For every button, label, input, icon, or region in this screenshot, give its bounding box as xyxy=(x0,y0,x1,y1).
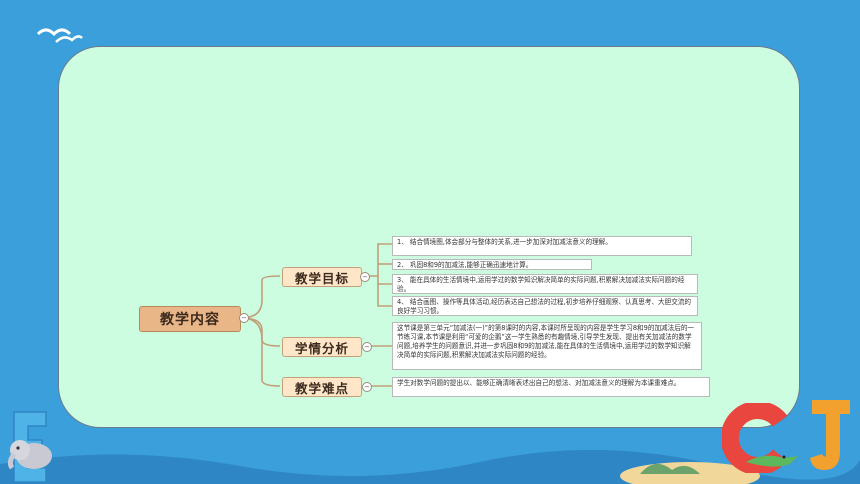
letter-j-decoration xyxy=(810,400,850,470)
leaf-goal-4: 4、 结合画图、操作等具体活动,经历表达自己想法的过程,初步培养仔细观察、认真思… xyxy=(392,296,698,316)
branch-teaching-goals: 教学目标 xyxy=(282,267,362,287)
branch-label: 学情分析 xyxy=(294,340,349,356)
root-label: 教学内容 xyxy=(160,312,220,328)
collapse-toggle-root[interactable]: − xyxy=(239,313,249,323)
branch-teaching-difficulty: 教学难点 xyxy=(282,377,362,397)
seagull-icon xyxy=(36,28,83,43)
mindmap-root: 教学内容 xyxy=(139,306,241,332)
elephant-icon xyxy=(7,440,52,470)
leaf-analysis: 这节课是第三单元“加减法(一)”的第8课时的内容,本课时所呈现的内容是学生学习8… xyxy=(392,322,702,370)
collapse-toggle-goals[interactable]: − xyxy=(360,272,370,282)
crocodile-icon xyxy=(746,455,798,467)
leaf-goal-1: 1、 结合情境图,体会部分与整体的关系,进一步加深对加减法意义的理解。 xyxy=(392,236,692,256)
collapse-toggle-analysis[interactable]: − xyxy=(362,342,372,352)
branch-label: 教学目标 xyxy=(294,270,349,286)
collapse-toggle-difficulty[interactable]: − xyxy=(362,382,372,392)
leaf-difficulty: 学生对数学问题的提出以、能够正确清晰表述出自己的想法、对加减法意义的理解为本课重… xyxy=(392,377,710,397)
leaf-goal-3: 3、 能在具体的生活情境中,运用学过的数学知识解决简单的实际问题,积累解决加减法… xyxy=(392,274,698,294)
branch-student-analysis: 学情分析 xyxy=(282,337,362,357)
bottom-scenery xyxy=(0,449,860,484)
branch-label: 教学难点 xyxy=(294,380,349,396)
leaf-goal-2: 2、 巩固8和9的加减法,能够正确迅速地计算。 xyxy=(392,259,592,270)
